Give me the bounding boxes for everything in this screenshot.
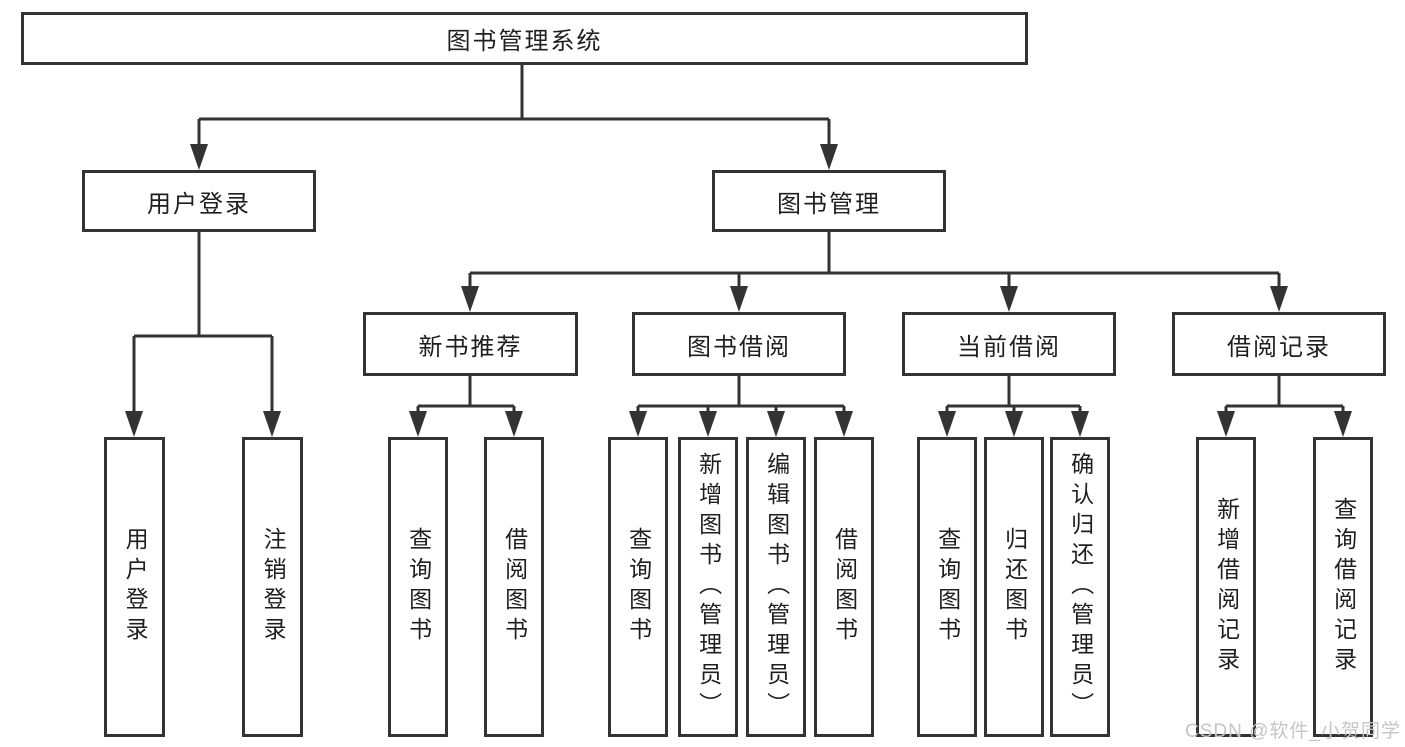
node-recommend-borrow-books: 借阅图书 xyxy=(484,437,544,737)
node-book-borrowing: 图书借阅 xyxy=(632,312,846,376)
node-current-return-books-label: 归还图书 xyxy=(1001,527,1028,647)
node-current-borrowing: 当前借阅 xyxy=(902,312,1116,376)
node-records-query-record-label: 查询借阅记录 xyxy=(1330,497,1357,677)
node-borrowing-borrow-books-label: 借阅图书 xyxy=(831,527,858,647)
node-current-confirm-return-label: 确认归还（管理员） xyxy=(1067,452,1094,722)
node-current-borrowing-label: 当前借阅 xyxy=(957,333,1061,361)
node-recommend-query-books-label: 查询图书 xyxy=(405,527,432,647)
node-borrowing-records: 借阅记录 xyxy=(1172,312,1386,376)
node-borrowing-query-books-label: 查询图书 xyxy=(625,527,652,647)
node-new-book-recommend: 新书推荐 xyxy=(363,312,578,376)
node-borrowing-records-label: 借阅记录 xyxy=(1227,333,1331,361)
node-current-query-books-label: 查询图书 xyxy=(934,527,961,647)
node-current-return-books: 归还图书 xyxy=(984,437,1044,737)
node-records-add-record-label: 新增借阅记录 xyxy=(1213,497,1240,677)
node-borrowing-add-books-label: 新增图书（管理员） xyxy=(695,452,722,722)
node-logout-label: 注销登录 xyxy=(260,527,287,647)
node-borrowing-edit-books-label: 编辑图书（管理员） xyxy=(763,452,790,722)
node-book-borrowing-label: 图书借阅 xyxy=(687,333,791,361)
csdn-watermark: CSDN @软件_小贺同学 xyxy=(1185,721,1401,742)
node-borrowing-edit-books: 编辑图书（管理员） xyxy=(746,437,806,737)
node-borrowing-borrow-books: 借阅图书 xyxy=(814,437,874,737)
node-book-management: 图书管理 xyxy=(712,170,946,232)
node-root: 图书管理系统 xyxy=(21,12,1028,65)
node-new-book-recommend-label: 新书推荐 xyxy=(418,333,523,361)
node-user-login: 用户登录 xyxy=(104,437,165,737)
node-borrowing-query-books: 查询图书 xyxy=(608,437,668,737)
node-logout: 注销登录 xyxy=(242,437,303,737)
node-records-query-record: 查询借阅记录 xyxy=(1313,437,1373,737)
node-user-login-group: 用户登录 xyxy=(82,170,316,232)
node-user-login-group-label: 用户登录 xyxy=(147,190,251,218)
node-user-login-label: 用户登录 xyxy=(122,527,149,647)
node-recommend-query-books: 查询图书 xyxy=(388,437,448,737)
node-records-add-record: 新增借阅记录 xyxy=(1196,437,1256,737)
node-current-confirm-return: 确认归还（管理员） xyxy=(1050,437,1110,737)
node-current-query-books: 查询图书 xyxy=(917,437,977,737)
node-book-management-label: 图书管理 xyxy=(777,190,881,218)
node-borrowing-add-books: 新增图书（管理员） xyxy=(678,437,738,737)
node-root-label: 图书管理系统 xyxy=(446,28,603,55)
node-recommend-borrow-books-label: 借阅图书 xyxy=(501,527,528,647)
